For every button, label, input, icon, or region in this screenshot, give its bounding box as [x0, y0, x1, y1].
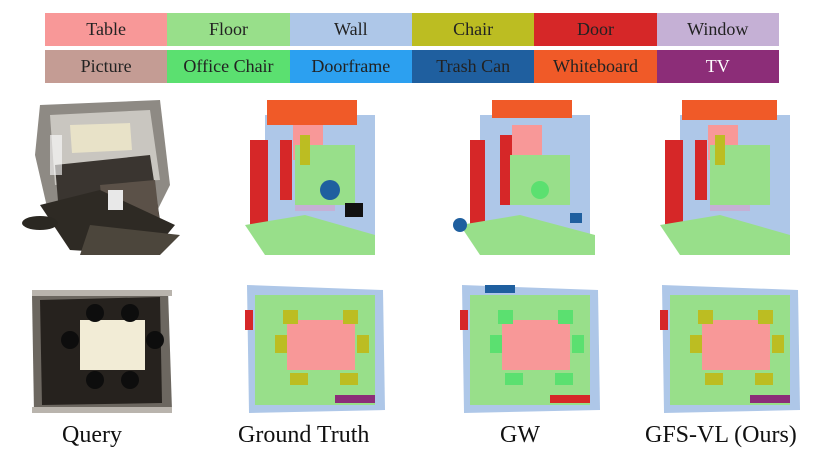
legend-table: Table [45, 13, 168, 46]
legend-label: Trash Can [436, 56, 511, 76]
legend-row-2: Picture Office Chair Doorframe Trash Can… [45, 50, 779, 83]
gfs-vl-column [640, 95, 820, 415]
legend-label: Door [576, 19, 614, 39]
legend-label: Doorframe [311, 56, 391, 76]
query-pointclouds [22, 100, 180, 413]
legend-chair: Chair [411, 13, 535, 46]
legend-label: Whiteboard [552, 56, 638, 76]
legend-label: Office Chair [183, 56, 274, 76]
legend-label: Table [86, 19, 127, 39]
query-scene-1 [22, 100, 180, 255]
caption-ground-truth: Ground Truth [238, 422, 370, 448]
class-legend: Table Floor Wall Chair Door Window Pictu… [45, 13, 779, 87]
legend-label: Picture [80, 56, 132, 76]
legend-label: Floor [208, 19, 248, 39]
gw-column [440, 95, 620, 415]
legend-label: Chair [453, 19, 494, 39]
caption-query: Query [62, 422, 122, 448]
gw-scene-1 [453, 100, 595, 255]
legend-tv: TV [656, 50, 779, 83]
caption-gw: GW [500, 422, 540, 448]
legend-door: Door [534, 13, 657, 46]
legend-wall: Wall [289, 13, 412, 46]
legend-row-1: Table Floor Wall Chair Door Window [45, 13, 779, 46]
gfs-vl-scene-1 [660, 100, 790, 255]
gt-scene-2 [245, 285, 385, 413]
gfs-vl-segmentation [660, 100, 800, 413]
legend-trash-can: Trash Can [411, 50, 535, 83]
legend-whiteboard: Whiteboard [534, 50, 657, 83]
ground-truth-column [225, 95, 405, 415]
query-scene-2 [32, 290, 172, 413]
gw-segmentation [453, 100, 600, 413]
legend-label: Window [687, 19, 749, 39]
gt-scene-1 [245, 100, 375, 255]
legend-label: Wall [334, 19, 368, 39]
legend-label: TV [705, 56, 730, 76]
legend-doorframe: Doorframe [289, 50, 412, 83]
legend-window: Window [656, 13, 779, 46]
gfs-vl-scene-2 [660, 285, 800, 413]
legend-office-chair: Office Chair [167, 50, 290, 83]
query-column [10, 95, 190, 415]
legend-picture: Picture [45, 50, 168, 83]
legend-floor: Floor [167, 13, 290, 46]
ground-truth-segmentation [245, 100, 385, 413]
caption-gfs-vl: GFS-VL (Ours) [645, 422, 797, 448]
gw-scene-2 [460, 285, 600, 413]
